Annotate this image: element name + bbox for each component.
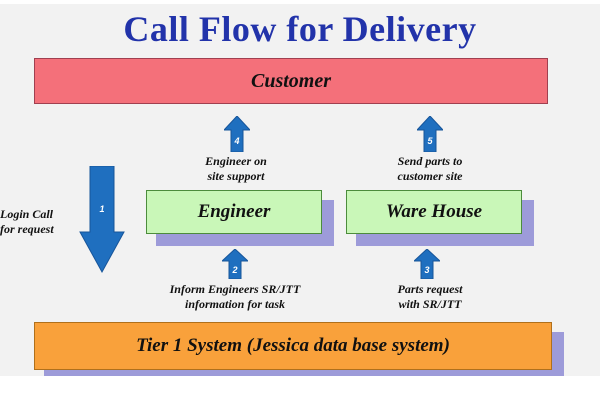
engineer-label: Engineer [197,201,271,222]
step-4-label: Engineer on site support [205,154,267,183]
tier1-box: Tier 1 System (Jessica data base system) [34,322,552,370]
warehouse-box: Ware House [346,190,522,234]
up-arrow-icon: 2 [222,249,248,279]
step-5-number: 5 [427,136,433,146]
customer-label: Customer [250,69,332,92]
step-2-label: Inform Engineers SR/JTT information for … [169,282,301,311]
engineer-box: Engineer [146,190,322,234]
tier1-label: Tier 1 System (Jessica data base system) [136,335,450,356]
step-4-number: 4 [233,136,239,146]
step-1-number: 1 [99,204,104,214]
diagram-title: Call Flow for Delivery [123,9,477,49]
up-arrow-icon: 4 [224,116,250,152]
step-3-label: Parts request with SR/JTT [397,282,463,311]
customer-box: Customer [34,58,548,104]
step-5-label: Send parts to customer site [397,154,463,183]
up-arrow-icon: 5 [417,116,443,152]
step-1-label: Login Call for request [0,207,54,236]
step-3-number: 3 [424,265,429,275]
step-2-number: 2 [231,265,237,275]
up-arrow-icon: 3 [414,249,440,279]
down-arrow-icon: 1 [79,166,125,274]
warehouse-label: Ware House [385,201,483,222]
